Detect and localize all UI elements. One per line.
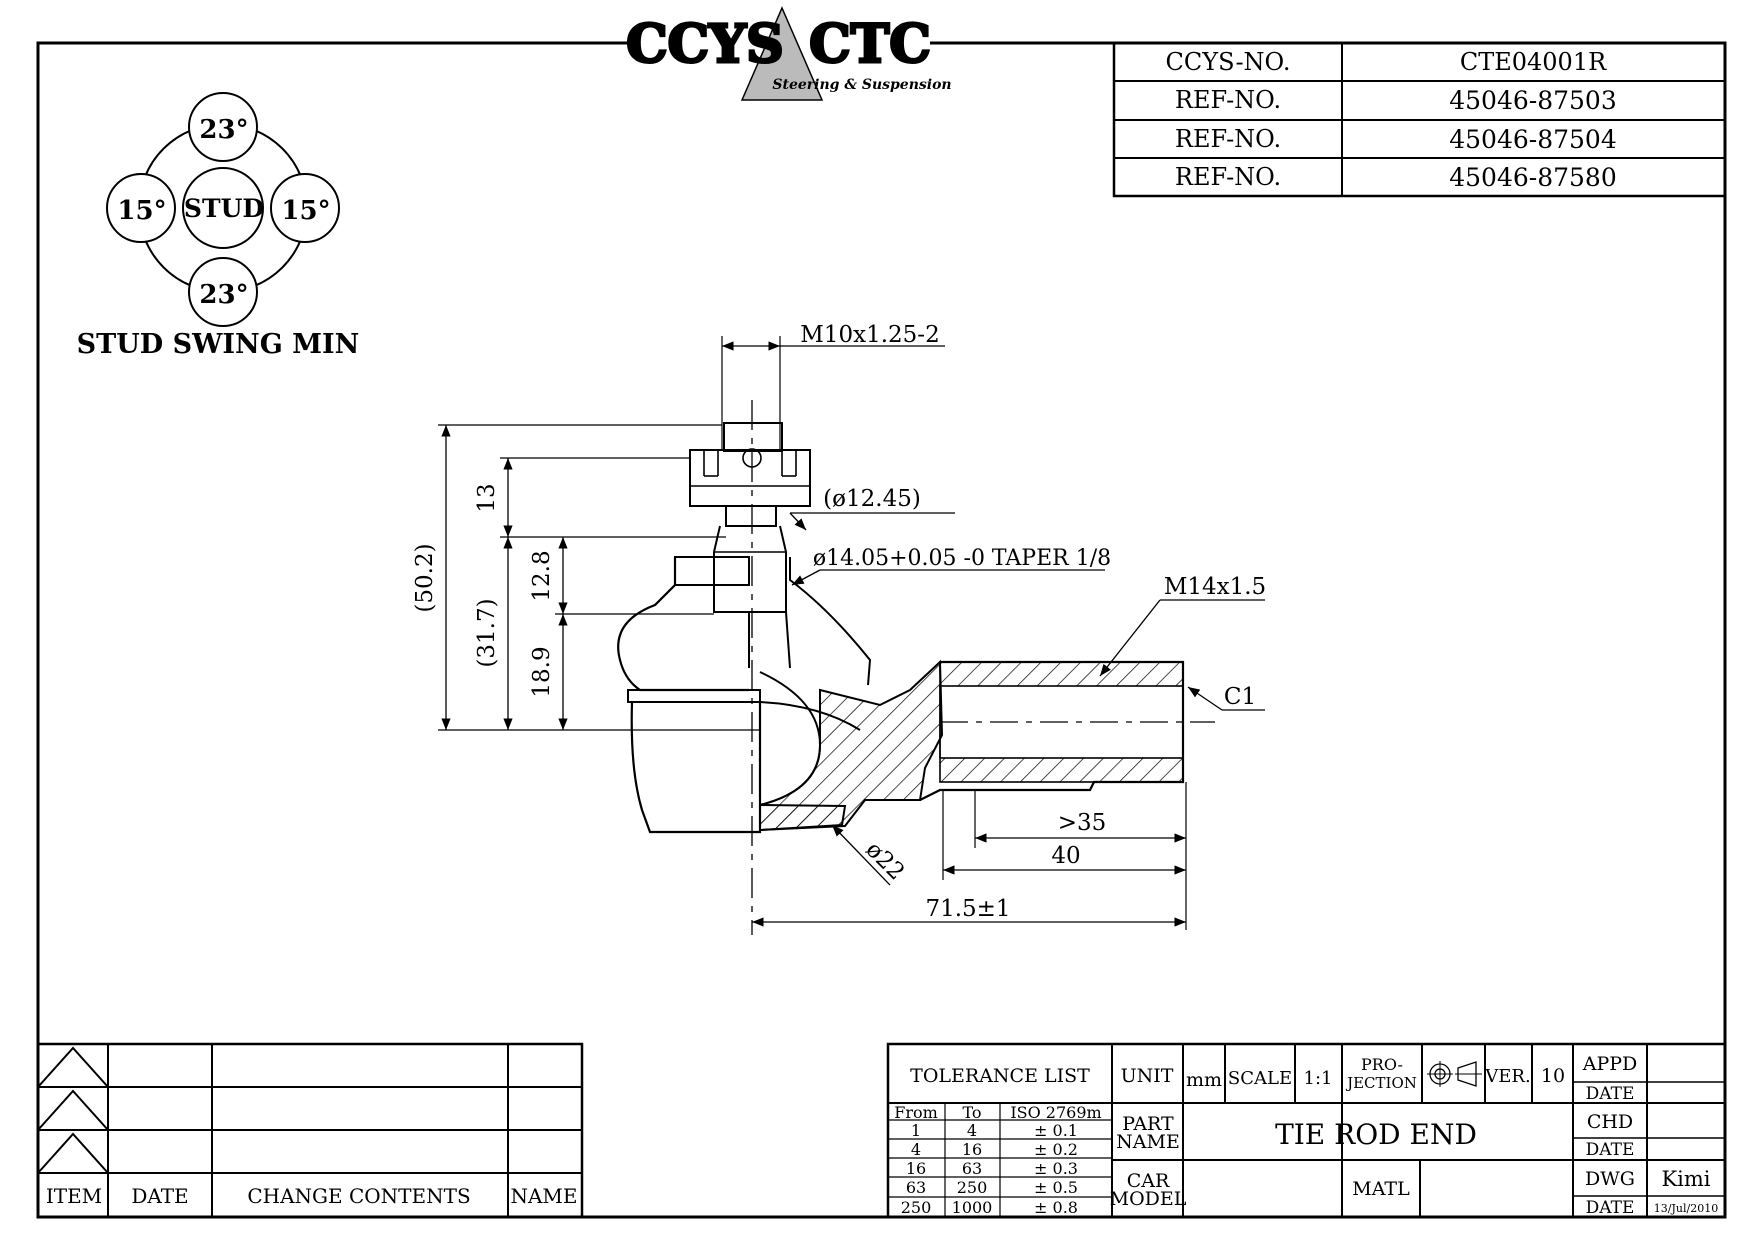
tol-value: ± 0.3 <box>1034 1159 1078 1178</box>
logo-text-right: CTC <box>809 14 930 75</box>
tol-value: ± 0.5 <box>1034 1178 1078 1197</box>
dim-height-2: (31.7) <box>474 598 500 667</box>
dim-ball-diameter: ø22 <box>861 837 910 886</box>
company-logo: CCYS CTC Steering & Suspension <box>625 6 952 101</box>
dim-chamfer: C1 <box>1224 684 1256 710</box>
part-drawing <box>617 400 1215 935</box>
swing-caption: STUD SWING MIN <box>77 329 360 360</box>
tol-value: ± 0.1 <box>1034 1121 1078 1140</box>
title-block: TOLERANCE LIST From To ISO 2769m 1 4 ± 0… <box>886 1042 1727 1219</box>
tol-value: ± 0.2 <box>1034 1140 1078 1159</box>
dim-taper-diameter: (ø12.45) <box>823 486 921 512</box>
ref-value-2: 45046-87504 <box>1449 125 1617 154</box>
tol-to: 250 <box>957 1178 988 1197</box>
tol-to: 63 <box>962 1159 982 1178</box>
revision-header-date: DATE <box>131 1184 188 1208</box>
dim-overall-height: (50.2) <box>412 543 438 612</box>
projection-label-1: PRO- <box>1361 1055 1403 1074</box>
stud-swing-diagram: STUD 23° 23° 15° 15° STUD SWING MIN <box>77 92 360 360</box>
swing-left-angle: 15° <box>117 196 166 226</box>
part-name: TIE ROD END <box>1275 1118 1477 1151</box>
revision-triangle-icon <box>37 1132 109 1174</box>
ref-value-3: 45046-87580 <box>1449 163 1617 192</box>
swing-bottom-angle: 23° <box>199 280 248 310</box>
logo-triangle-icon <box>740 6 824 101</box>
ref-label-0: CCYS-NO. <box>1166 48 1291 76</box>
dimensions: M10x1.25-2 (ø12.45) ø14.05+0.05 -0 TAPER… <box>412 322 1266 930</box>
tolerance-title: TOLERANCE LIST <box>910 1065 1090 1087</box>
dim-depth-min: >35 <box>1058 810 1107 836</box>
checked-date-label: DATE <box>1586 1140 1635 1160</box>
car-label-2: MODEL <box>1110 1188 1187 1210</box>
unit-label: UNIT <box>1121 1065 1174 1087</box>
ref-value-0: CTE04001R <box>1460 48 1607 76</box>
tol-header-to: To <box>962 1103 981 1122</box>
tol-from: 250 <box>901 1198 932 1217</box>
tol-to: 16 <box>962 1140 982 1159</box>
ref-label-3: REF-NO. <box>1175 163 1281 191</box>
part-label-1: PART <box>1122 1113 1174 1135</box>
drawn-label: DWG <box>1585 1168 1635 1190</box>
tol-from: 1 <box>911 1121 921 1140</box>
version-value: 10 <box>1541 1065 1565 1087</box>
car-label-1: CAR <box>1127 1170 1170 1192</box>
dim-inner-thread: M14x1.5 <box>1164 574 1266 600</box>
dim-length: 71.5±1 <box>925 896 1010 922</box>
swing-top-angle: 23° <box>199 115 248 145</box>
ref-value-1: 45046-87503 <box>1449 86 1617 115</box>
tol-header-from: From <box>894 1103 938 1122</box>
dim-depth: 40 <box>1051 843 1080 869</box>
checked-label: CHD <box>1587 1111 1633 1133</box>
dim-taper-note: ø14.05+0.05 -0 TAPER 1/8 <box>813 546 1111 571</box>
revision-header-contents: CHANGE CONTENTS <box>247 1184 470 1208</box>
revision-triangle-icon <box>37 1089 109 1131</box>
swing-center-label: STUD <box>184 194 264 223</box>
dim-18-9: 18.9 <box>529 646 555 697</box>
castle-nut <box>689 422 811 527</box>
reference-table: CCYS-NO. CTE04001R REF-NO. 45046-87503 R… <box>1112 41 1727 198</box>
scale-value: 1:1 <box>1304 1068 1333 1089</box>
dim-12-8: 12.8 <box>529 550 555 601</box>
tol-from: 4 <box>911 1140 921 1159</box>
dim-13: 13 <box>474 483 500 512</box>
revision-triangle-icon <box>37 1046 109 1088</box>
logo-tagline: Steering & Suspension <box>772 77 951 93</box>
projection-label-2: JECTION <box>1345 1074 1417 1092</box>
revision-header-name: NAME <box>510 1184 577 1208</box>
material-label: MATL <box>1352 1178 1410 1200</box>
part-label-2: NAME <box>1116 1131 1180 1153</box>
approved-date-label: DATE <box>1586 1084 1635 1104</box>
swing-right-angle: 15° <box>281 196 330 226</box>
tol-from: 16 <box>906 1159 926 1178</box>
dust-boot <box>617 556 872 703</box>
version-label: VER. <box>1484 1066 1530 1087</box>
projection-symbol-icon <box>1427 1061 1482 1087</box>
approved-label: APPD <box>1582 1053 1638 1075</box>
dim-thread-stud: M10x1.25-2 <box>800 322 939 348</box>
tol-from: 63 <box>906 1178 926 1197</box>
drawer-name: Kimi <box>1661 1167 1710 1191</box>
ref-label-2: REF-NO. <box>1175 125 1281 153</box>
tol-to: 1000 <box>952 1198 993 1217</box>
tol-to: 4 <box>967 1121 977 1140</box>
drawn-date: 13/Jul/2010 <box>1654 1202 1718 1215</box>
scale-label: SCALE <box>1228 1068 1292 1089</box>
drawn-date-label: DATE <box>1586 1198 1635 1218</box>
tol-value: ± 0.8 <box>1034 1198 1078 1217</box>
socket-housing <box>630 659 1215 834</box>
ref-label-1: REF-NO. <box>1175 86 1281 114</box>
ball-stud <box>713 525 791 669</box>
revision-table: ITEM DATE CHANGE CONTENTS NAME <box>36 1042 584 1219</box>
logo-text-left: CCYS <box>626 14 783 75</box>
revision-header-item: ITEM <box>46 1184 102 1208</box>
unit-value: mm <box>1186 1069 1222 1091</box>
tol-header-iso: ISO 2769m <box>1010 1103 1101 1122</box>
